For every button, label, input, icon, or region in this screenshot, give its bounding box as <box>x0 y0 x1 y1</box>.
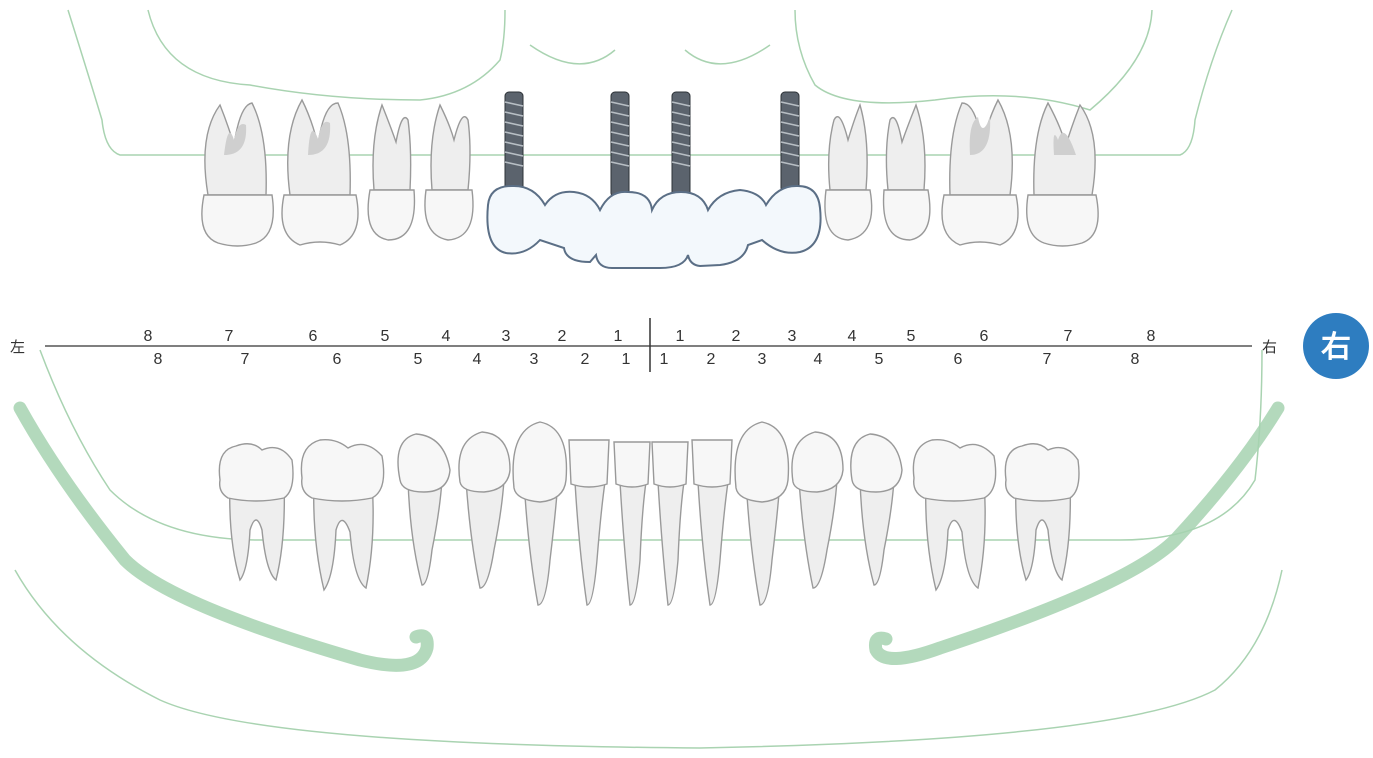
upper-tooth-number-9: 2 <box>732 328 741 345</box>
upper-tooth-number-7: 1 <box>614 328 623 345</box>
tooth-icon <box>792 432 843 588</box>
lower-tooth-number-0: 8 <box>154 351 163 368</box>
lower-tooth-number-11: 4 <box>814 351 823 368</box>
tooth-icon <box>614 442 650 605</box>
lower-tooth-number-12: 5 <box>875 351 884 368</box>
tooth-icon <box>282 100 358 245</box>
tooth-icon <box>459 432 510 588</box>
lower-tooth-number-3: 5 <box>414 351 423 368</box>
tooth-icon <box>913 440 995 590</box>
implants <box>505 92 799 197</box>
lower-tooth-number-4: 4 <box>473 351 482 368</box>
lower-tooth-number-9: 2 <box>707 351 716 368</box>
upper-tooth-number-10: 3 <box>788 328 797 345</box>
upper-tooth-number-0: 8 <box>144 328 153 345</box>
lower-tooth-numbers: 8 7 6 5 4 3 2 1 1 2 3 4 5 6 7 8 <box>154 351 1140 368</box>
right-side-badge: 右 <box>1303 313 1369 379</box>
upper-tooth-number-13: 6 <box>980 328 989 345</box>
upper-tooth-number-8: 1 <box>676 328 685 345</box>
lower-tooth-number-7: 1 <box>622 351 631 368</box>
upper-tooth-number-14: 7 <box>1064 328 1073 345</box>
dental-implant-icon <box>672 92 690 197</box>
lower-tooth-number-10: 3 <box>758 351 767 368</box>
tooth-icon <box>735 422 788 605</box>
tooth-icon <box>301 440 383 590</box>
upper-teeth-right <box>825 100 1098 246</box>
tooth-icon <box>942 100 1018 245</box>
lower-tooth-number-15: 8 <box>1131 351 1140 368</box>
tooth-icon <box>425 105 473 240</box>
lower-tooth-number-8: 1 <box>660 351 669 368</box>
tooth-icon <box>1027 103 1098 246</box>
dental-bridge-icon <box>487 186 820 268</box>
upper-teeth-left <box>202 100 473 246</box>
upper-tooth-number-6: 2 <box>558 328 567 345</box>
left-side-label: 左 <box>10 338 25 356</box>
upper-tooth-number-5: 3 <box>502 328 511 345</box>
tooth-icon <box>569 440 609 605</box>
tooth-icon <box>652 442 688 605</box>
tooth-icon <box>219 444 293 580</box>
tooth-icon <box>1005 444 1079 580</box>
lower-tooth-number-5: 3 <box>530 351 539 368</box>
tooth-icon <box>368 105 414 240</box>
tooth-icon <box>851 434 902 585</box>
lower-tooth-number-6: 2 <box>581 351 590 368</box>
lower-tooth-number-1: 7 <box>241 351 250 368</box>
tooth-icon <box>692 440 732 605</box>
upper-tooth-number-3: 5 <box>381 328 390 345</box>
upper-tooth-number-11: 4 <box>848 328 857 345</box>
dental-implant-icon <box>611 92 629 197</box>
lower-tooth-number-13: 6 <box>954 351 963 368</box>
upper-tooth-number-12: 5 <box>907 328 916 345</box>
tooth-icon <box>202 103 273 246</box>
upper-tooth-number-1: 7 <box>225 328 234 345</box>
badge-label: 右 <box>1321 330 1351 365</box>
upper-tooth-number-4: 4 <box>442 328 451 345</box>
lower-teeth <box>219 422 1079 605</box>
lower-tooth-number-2: 6 <box>333 351 342 368</box>
lower-gum-outline <box>15 350 1282 748</box>
tooth-icon <box>513 422 566 605</box>
upper-tooth-number-2: 6 <box>309 328 318 345</box>
dental-implant-icon <box>781 92 799 192</box>
tooth-icon <box>825 105 872 240</box>
upper-tooth-number-15: 8 <box>1147 328 1156 345</box>
right-side-label: 右 <box>1262 338 1277 356</box>
tooth-icon <box>398 434 450 585</box>
lower-tooth-number-14: 7 <box>1043 351 1052 368</box>
tooth-icon <box>884 105 930 240</box>
dental-implant-icon <box>505 92 523 192</box>
